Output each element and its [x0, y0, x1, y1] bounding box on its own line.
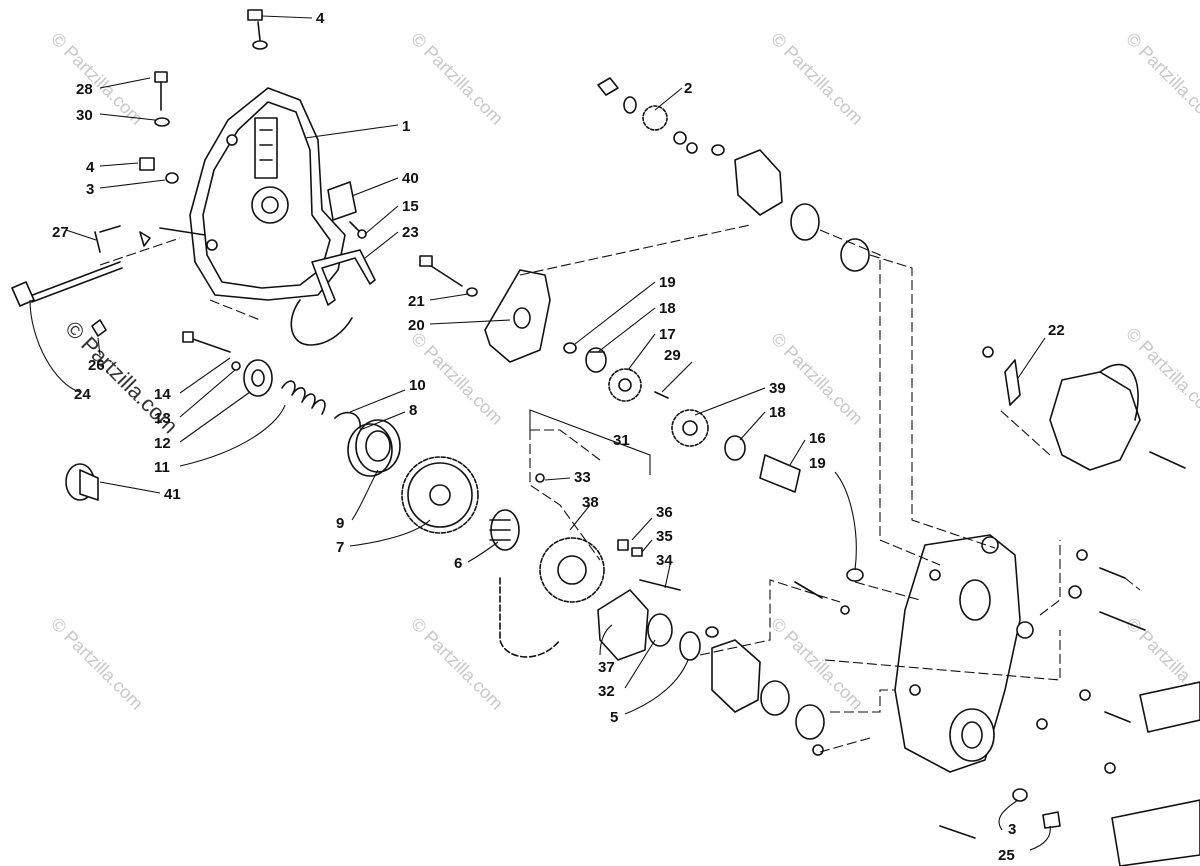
- washer-19-lower: [846, 568, 864, 582]
- callout-38: 38: [582, 494, 599, 511]
- lower-bearing-parts: [705, 626, 825, 756]
- washer-19-upper: [563, 342, 577, 354]
- tension-assembly: [182, 331, 326, 415]
- output-shafts: [1111, 681, 1200, 866]
- chaincase-cover: [189, 87, 346, 301]
- callout-28: 28: [76, 81, 93, 98]
- callout-3: 3: [86, 181, 94, 198]
- callout-41: 41: [164, 486, 181, 503]
- callout-35: 35: [656, 528, 673, 545]
- callout-39: 39: [769, 380, 786, 397]
- watermark-text: © Partzilla.com: [1122, 29, 1200, 129]
- key-29: [654, 391, 669, 399]
- parts-layer: [11, 9, 1200, 866]
- callout-17: 17: [659, 326, 676, 343]
- plate-40: [327, 181, 367, 239]
- callout-36: 36: [656, 504, 673, 521]
- callout-11: 11: [154, 459, 170, 476]
- callout-32: 32: [598, 683, 615, 700]
- callout-18-lower: 18: [769, 404, 786, 421]
- callout-15: 15: [402, 198, 419, 215]
- bracket-20: [419, 255, 551, 363]
- bracket-23: [311, 249, 376, 306]
- chaincase-housing: [894, 534, 1034, 773]
- callout-6: 6: [454, 555, 462, 572]
- watermark-text: © Partzilla.com: [407, 614, 507, 714]
- callout-40: 40: [402, 170, 419, 187]
- watermark-text: © Partzilla.com: [407, 29, 507, 129]
- callout-10: 10: [409, 377, 426, 394]
- callout-37: 37: [598, 659, 615, 676]
- cable-loop: [290, 299, 353, 346]
- hub-37: [597, 589, 673, 661]
- callout-30: 30: [76, 107, 93, 124]
- shaft-16: [759, 454, 801, 493]
- bolt-4-side: [139, 157, 179, 184]
- callout-4-side: 4: [86, 159, 95, 176]
- callout-31: 31: [613, 432, 630, 449]
- alignment-lines: [99, 224, 1141, 753]
- callout-2: 2: [684, 80, 692, 97]
- callout-20: 20: [408, 317, 425, 334]
- sprocket-38: [539, 537, 605, 603]
- bolt-4-top: [247, 9, 268, 50]
- bushing-41: [65, 463, 99, 501]
- callout-21: 21: [408, 293, 425, 310]
- bearing-8: [334, 411, 401, 477]
- watermark-text: © Partzilla.com: [47, 29, 147, 129]
- washer-5: [679, 631, 701, 661]
- stud-28: [154, 71, 170, 127]
- watermark-text: © Partzilla.com: [47, 614, 147, 714]
- callout-25: 25: [998, 847, 1015, 864]
- sprocket-17: [608, 368, 642, 402]
- callout-24: 24: [74, 386, 91, 403]
- callout-12: 12: [154, 435, 171, 452]
- sprocket-7: [401, 456, 479, 534]
- leader-lines: [29, 15, 1051, 851]
- bearing-18-upper: [585, 347, 607, 373]
- callout-27: 27: [52, 224, 69, 241]
- drive-chain: [499, 577, 561, 658]
- callout-19-upper: 19: [659, 274, 676, 291]
- upper-shaft-parts: [597, 77, 870, 272]
- callout-18-upper: 18: [659, 300, 676, 317]
- bracket-31: [529, 409, 651, 475]
- callout-34: 34: [656, 552, 673, 569]
- callout-7: 7: [336, 539, 344, 556]
- callout-23: 23: [402, 224, 419, 241]
- callout-14: 14: [154, 386, 171, 403]
- gear-6: [489, 509, 520, 551]
- shaft-24: [11, 225, 206, 337]
- callout-13: 13: [154, 410, 171, 427]
- callout-9: 9: [336, 515, 344, 532]
- callout-4: 4: [316, 10, 325, 27]
- callout-5: 5: [610, 709, 618, 726]
- callout-29: 29: [664, 347, 681, 364]
- sprocket-39: [671, 409, 709, 447]
- callout-33: 33: [574, 469, 591, 486]
- callout-16: 16: [809, 430, 826, 447]
- callout-1: 1: [402, 118, 410, 135]
- callout-8: 8: [409, 402, 417, 419]
- guard-22: [982, 346, 1186, 471]
- callout-22: 22: [1048, 322, 1065, 339]
- bearing-18-lower: [724, 435, 746, 461]
- callout-26: 26: [88, 357, 105, 374]
- watermark-text: © Partzilla.com: [767, 29, 867, 129]
- right-bolts: [794, 549, 1146, 839]
- callout-19-lower: 19: [809, 455, 826, 472]
- callout-3-lower: 3: [1008, 821, 1016, 838]
- callout-labels: 4 28 30 1 4 3 40 15 23 27 26 24 14 13 12…: [52, 10, 1065, 864]
